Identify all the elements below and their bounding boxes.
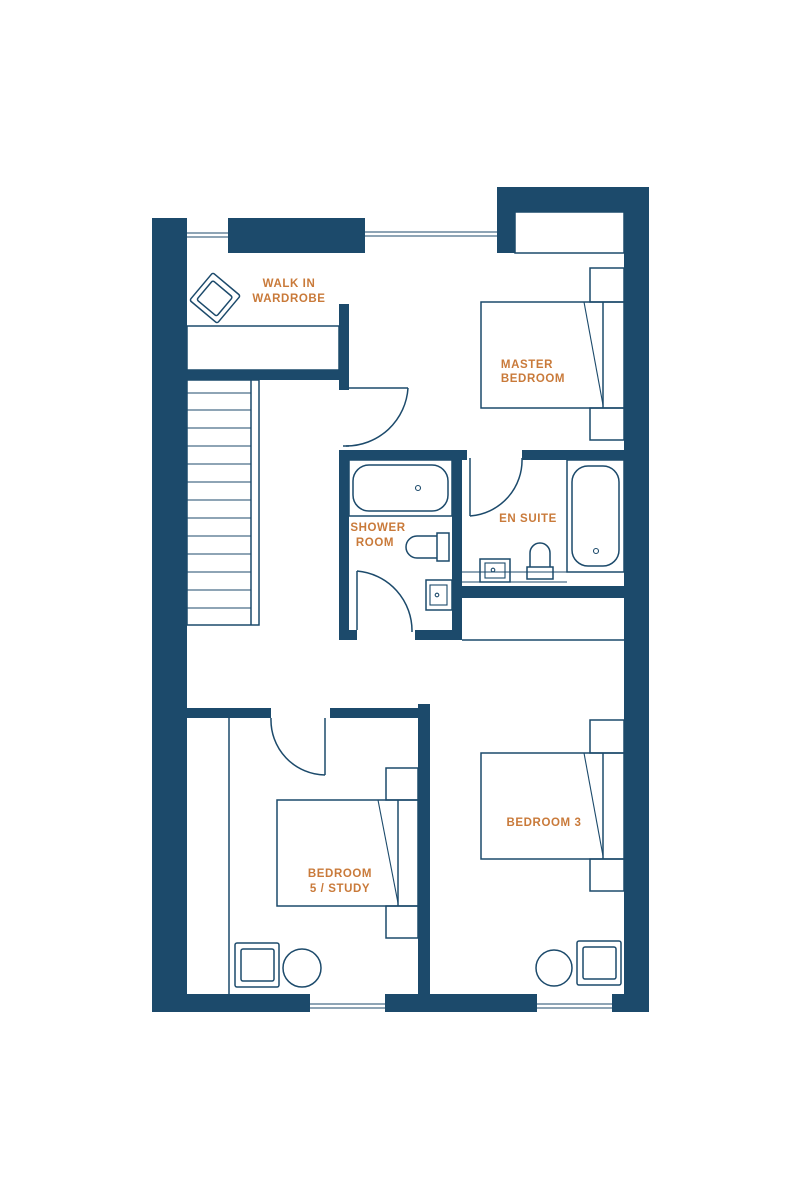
bedroom5-side-table-icon (282, 948, 322, 988)
bottom-wall-middle (385, 994, 537, 1012)
bedroom3-armchair-icon (576, 940, 622, 986)
bedroom5-bed-icon (276, 767, 419, 939)
bedroom-5-study-label-line1: BEDROOM (308, 868, 372, 880)
walk-in-wardrobe-label-line1: WALK IN (263, 278, 316, 290)
window-top-middle (365, 231, 497, 237)
bedroom3-nightstand-top (589, 719, 625, 754)
master-bedroom-label-line2: BEDROOM (501, 373, 565, 385)
top-wall-segment (152, 218, 187, 236)
room-labels: WALK IN WARDROBE MASTER BEDROOM SHOWER R… (252, 278, 581, 895)
wardrobe-furniture (186, 272, 340, 371)
en-suite-bottom-wall (462, 586, 624, 598)
shower-room-label-line2: ROOM (356, 537, 394, 549)
bottom-wall-right (612, 994, 649, 1012)
wardrobe-wall-horizontal (187, 370, 345, 380)
en-suite-fixtures (462, 459, 625, 583)
bedroom3-nightstand-bottom (589, 858, 625, 892)
shower-bath-tub (348, 459, 453, 517)
bedroom5-nightstand-bottom (385, 905, 419, 939)
doors (270, 387, 523, 776)
top-right-wall-pier (497, 187, 649, 212)
wardrobe-armchair-icon (189, 272, 241, 324)
shower-room-fixtures (348, 459, 453, 611)
bedroom-5-study-label-line2: 5 / STUDY (310, 883, 370, 895)
top-right-wall-return (497, 187, 515, 253)
walk-in-wardrobe-label-line2: WARDROBE (252, 293, 325, 305)
shower-room-toilet-icon (405, 532, 450, 562)
bedroom5-armchair-icon (234, 942, 280, 988)
shower-room-right-wall (452, 450, 462, 640)
en-suite-toilet-icon (526, 542, 554, 580)
door-shower-room (356, 570, 413, 633)
top-wall-pier (228, 218, 365, 253)
shower-room-top-wall (339, 450, 467, 460)
interior-walls (187, 304, 624, 1012)
master-nightstand-bottom (589, 407, 625, 441)
bedroom3-side-table-icon (535, 949, 573, 987)
bedroom-3-label: BEDROOM 3 (506, 817, 581, 829)
top-right-recess (514, 211, 625, 254)
en-suite-bath-tub (566, 459, 625, 573)
bedroom5-nightstand-top (385, 767, 419, 801)
door-master-bedroom (343, 387, 409, 447)
bottom-wall-left (152, 994, 310, 1012)
bedroom-divider-wall (418, 704, 430, 1012)
window-top-left (187, 232, 228, 238)
shower-room-door-jamb (339, 630, 357, 640)
shower-room-sink-icon (425, 579, 453, 611)
left-exterior-wall (152, 218, 187, 1012)
shower-room-left-wall (339, 450, 349, 640)
door-en-suite (469, 457, 523, 517)
bedroom5-top-wall-right (330, 708, 430, 718)
staircase (186, 379, 260, 626)
wardrobe-shelf (186, 325, 340, 371)
shower-room-bottom-wall (415, 630, 462, 640)
bedroom3-bed-icon (480, 719, 625, 892)
right-exterior-wall (624, 187, 649, 1012)
en-suite-sink-icon (479, 558, 511, 583)
en-suite-label: EN SUITE (499, 513, 557, 525)
exterior-walls (152, 187, 649, 1012)
master-bedroom-label-line1: MASTER (501, 359, 553, 371)
master-nightstand-top (589, 267, 625, 303)
en-suite-top-wall (522, 450, 624, 460)
bedroom5-top-wall-left (187, 708, 271, 718)
windows (187, 211, 625, 1009)
window-bottom-right (537, 1003, 612, 1009)
wardrobe-wall-vertical (339, 304, 349, 390)
shower-room-label-line1: SHOWER (350, 522, 405, 534)
door-bedroom5 (270, 717, 326, 776)
master-bed-icon (480, 267, 625, 441)
window-bottom-left (310, 1003, 385, 1009)
